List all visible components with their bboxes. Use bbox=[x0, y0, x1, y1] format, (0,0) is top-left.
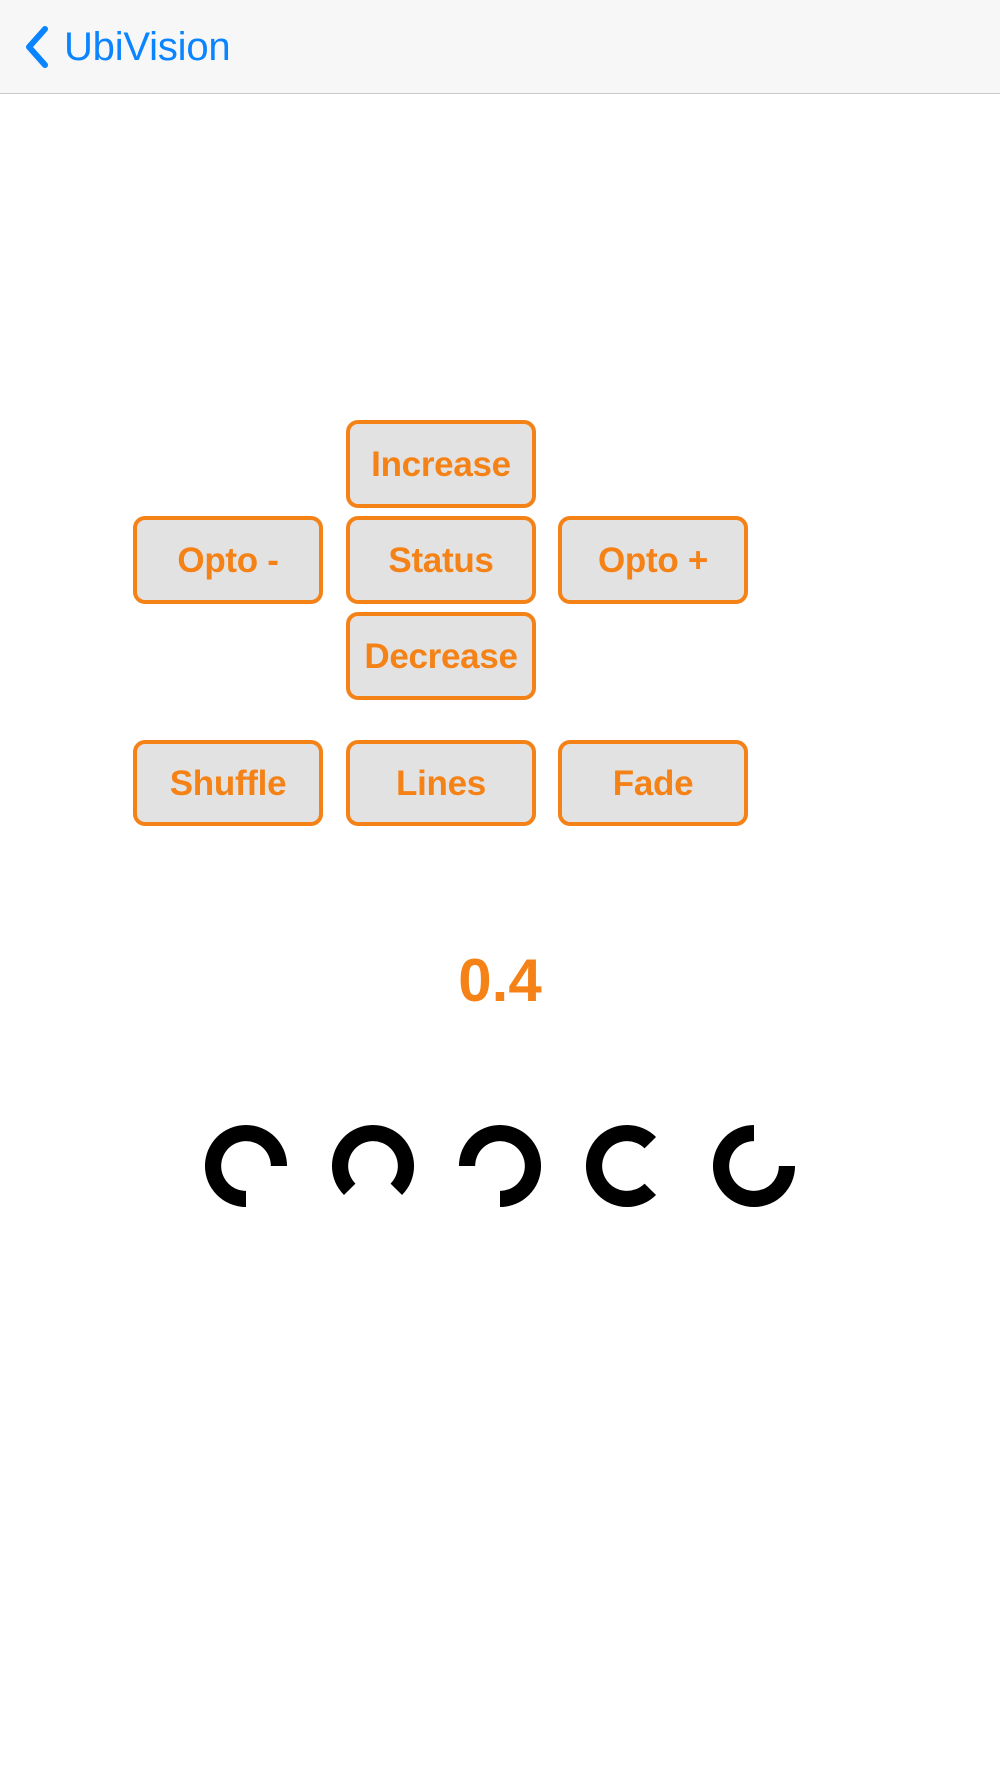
landolt-c-icon bbox=[192, 1112, 300, 1220]
landolt-c-icon bbox=[446, 1112, 554, 1220]
navigation-bar: UbiVision bbox=[0, 0, 1000, 94]
fade-button[interactable]: Fade bbox=[558, 740, 748, 826]
optotype-row bbox=[0, 1112, 1000, 1220]
chevron-left-icon bbox=[24, 25, 50, 69]
opto-plus-button[interactable]: Opto + bbox=[558, 516, 748, 604]
status-button[interactable]: Status bbox=[346, 516, 536, 604]
acuity-value: 0.4 bbox=[458, 947, 542, 1014]
lines-button[interactable]: Lines bbox=[346, 740, 536, 826]
landolt-c-icon bbox=[700, 1112, 808, 1220]
decrease-button[interactable]: Decrease bbox=[346, 612, 536, 700]
landolt-c-icon bbox=[573, 1112, 681, 1220]
landolt-c-icon bbox=[319, 1112, 427, 1220]
main-content: Increase Opto - Status Opto + Decrease S… bbox=[0, 95, 1000, 1778]
back-button-label: UbiVision bbox=[64, 24, 231, 69]
shuffle-button[interactable]: Shuffle bbox=[133, 740, 323, 826]
opto-minus-button[interactable]: Opto - bbox=[133, 516, 323, 604]
increase-button[interactable]: Increase bbox=[346, 420, 536, 508]
back-button[interactable]: UbiVision bbox=[24, 24, 231, 69]
